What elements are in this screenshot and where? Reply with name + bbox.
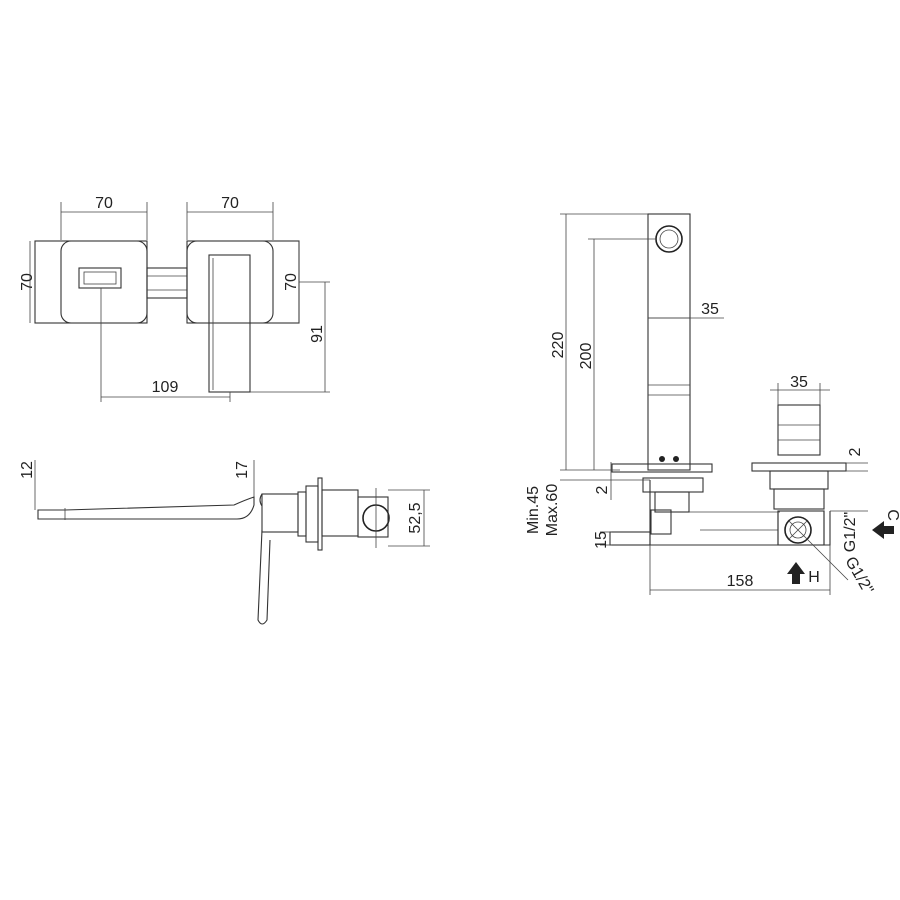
spout: [37, 496, 255, 520]
left-handle-slot: [78, 267, 122, 289]
dim-height-left: 70: [19, 273, 36, 291]
lever: [208, 254, 251, 393]
hot-inlet-arrow-icon: [787, 562, 805, 584]
dim-total-height: 220: [550, 332, 567, 359]
dim-width-left: 70: [95, 195, 113, 212]
dim-body-length: 158: [727, 573, 754, 590]
dim-body-thickness: 17: [234, 461, 251, 479]
dim-spout-height: 200: [578, 343, 595, 370]
top-view: 70 70 70 70 91 109: [19, 195, 330, 402]
left-plate-inner: [60, 240, 148, 324]
dim-spout-width: 35: [701, 301, 719, 318]
inlet-fitting: [784, 516, 812, 544]
dim-height-right: 70: [283, 273, 300, 291]
install-view: 220 200 35 2 35 2: [525, 213, 900, 597]
dim-box-height: 52,5: [407, 502, 424, 533]
dim-center-distance: 109: [152, 379, 179, 396]
dim-pipe-offset: 15: [593, 531, 610, 549]
dim-wall-depth-min: Min.45: [525, 486, 542, 534]
thread-label-bottom: G1/2": [841, 554, 876, 597]
dim-plate-right: 2: [847, 447, 864, 456]
dim-cartridge-width: 35: [790, 374, 808, 391]
left-plate: [34, 240, 148, 324]
cold-inlet-arrow-icon: [872, 521, 894, 539]
dim-width-right: 70: [221, 195, 239, 212]
spout-column: [647, 213, 691, 471]
cartridge: [777, 404, 821, 456]
thread-label-top: G1/2": [842, 512, 859, 552]
dim-spout-thickness: 12: [19, 461, 36, 479]
hot-label: H: [808, 569, 820, 586]
side-view: 12 17 52,5: [19, 460, 430, 625]
dim-lever-length: 91: [309, 325, 326, 343]
dim-wall-depth-max: Max.60: [544, 484, 561, 537]
cold-label: C: [884, 509, 900, 521]
connecting-bar: [146, 267, 188, 299]
mixing-box: [321, 489, 359, 537]
dim-plate-left: 2: [594, 485, 611, 494]
side-lever: [257, 529, 271, 625]
